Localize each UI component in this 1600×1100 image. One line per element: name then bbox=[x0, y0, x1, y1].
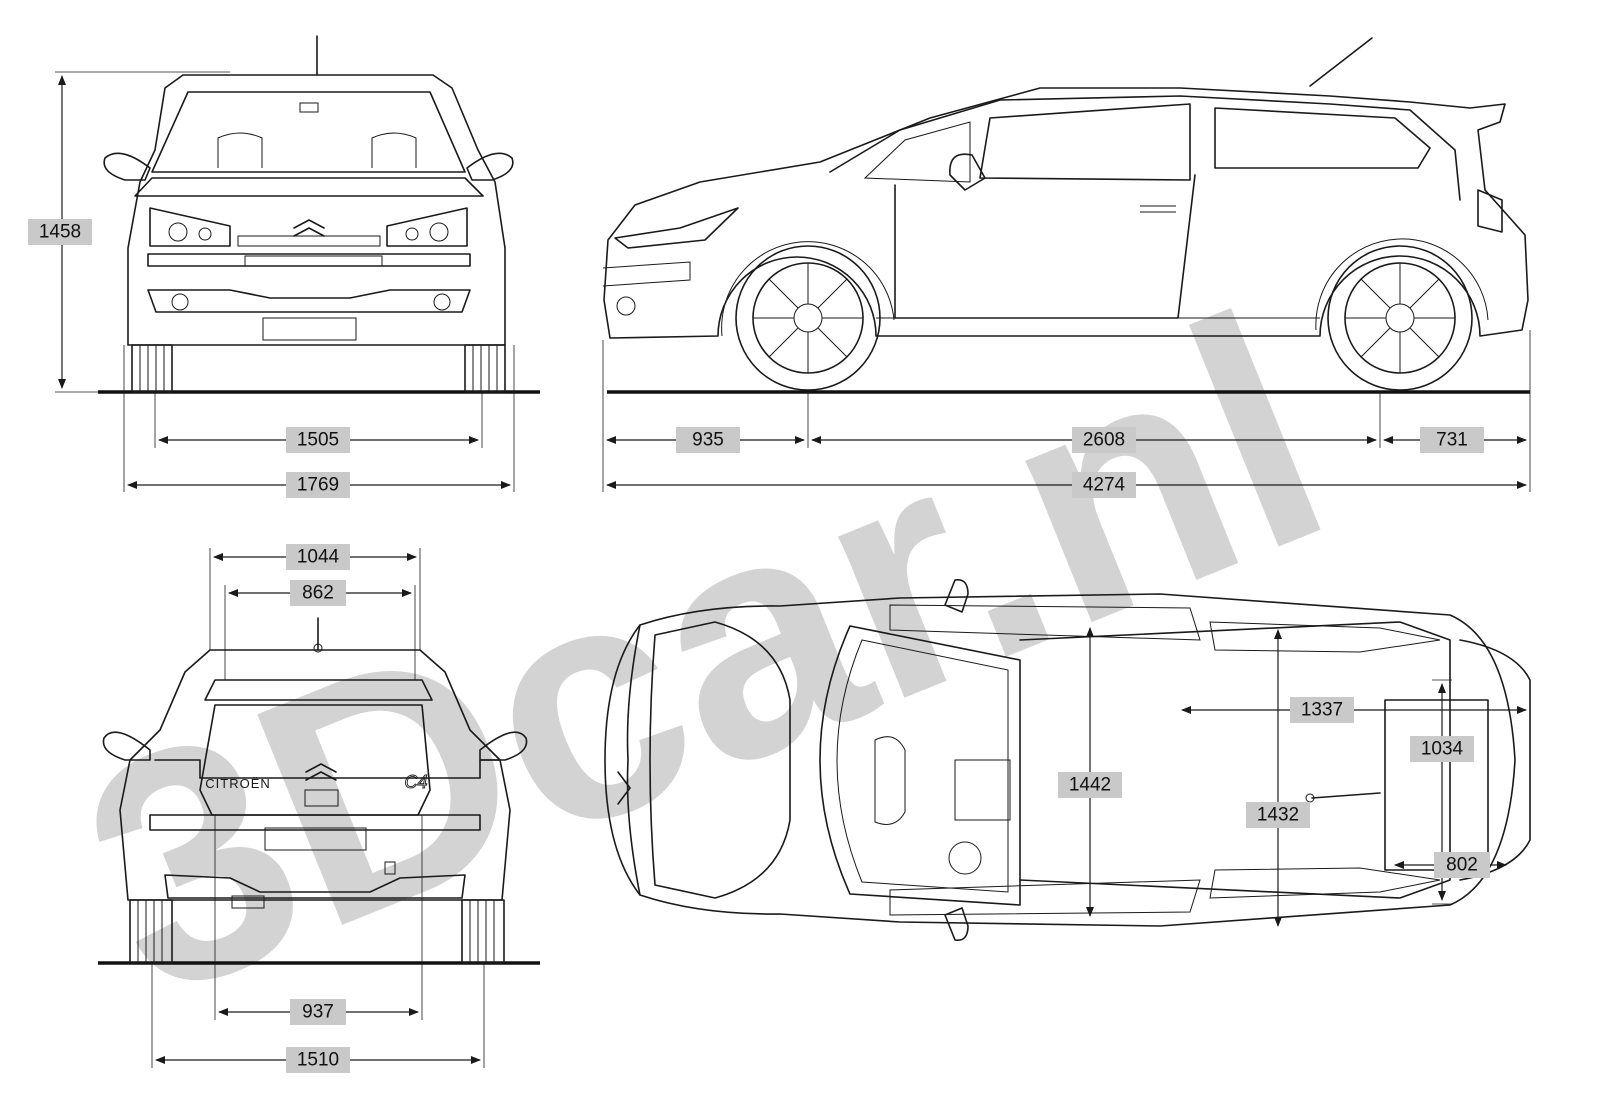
svg-text:1432: 1432 bbox=[1257, 805, 1299, 826]
svg-text:4274: 4274 bbox=[1083, 475, 1126, 496]
side-length-label: 4274 bbox=[1072, 472, 1136, 498]
side-wheelbase-label: 2608 bbox=[1072, 427, 1136, 453]
top-front-interior-width-label: 1442 bbox=[1058, 772, 1122, 798]
svg-text:1505: 1505 bbox=[297, 430, 339, 451]
front-height-label: 1458 bbox=[28, 219, 92, 245]
top-rear-window-inner-label: 802 bbox=[1434, 852, 1490, 878]
svg-text:1337: 1337 bbox=[1301, 700, 1343, 721]
svg-text:731: 731 bbox=[1436, 430, 1468, 451]
side-rear-overhang-label: 731 bbox=[1420, 427, 1484, 453]
svg-text:862: 862 bbox=[302, 583, 334, 604]
watermark: 3Dcar.nl bbox=[40, 244, 1369, 1067]
svg-text:1769: 1769 bbox=[297, 475, 339, 496]
front-track-label: 1505 bbox=[286, 427, 350, 453]
rear-window-width-label: 862 bbox=[290, 580, 346, 606]
top-view: 1337 1442 1432 1034 802 bbox=[604, 578, 1531, 942]
rear-brand-text: CITROËN bbox=[205, 776, 271, 791]
svg-text:1510: 1510 bbox=[297, 1050, 339, 1071]
top-rear-interior-width-label: 1432 bbox=[1246, 802, 1310, 828]
rear-track-label: 1510 bbox=[286, 1047, 350, 1073]
svg-text:937: 937 bbox=[302, 1002, 334, 1023]
svg-text:802: 802 bbox=[1446, 855, 1478, 876]
svg-text:1034: 1034 bbox=[1421, 739, 1464, 760]
svg-text:1044: 1044 bbox=[297, 547, 340, 568]
svg-text:1442: 1442 bbox=[1069, 775, 1111, 796]
front-view: 1458 1505 1769 bbox=[28, 35, 540, 498]
rear-roof-width-label: 1044 bbox=[286, 544, 350, 570]
svg-text:935: 935 bbox=[692, 430, 724, 451]
side-front-overhang-label: 935 bbox=[676, 427, 740, 453]
svg-text:2608: 2608 bbox=[1083, 430, 1125, 451]
svg-text:1458: 1458 bbox=[39, 222, 81, 243]
rear-view: CITROËN C4 1044 bbox=[98, 544, 540, 1073]
rear-model-badge: C4 bbox=[404, 772, 427, 792]
top-rear-window-width-label: 1034 bbox=[1410, 736, 1474, 762]
front-width-label: 1769 bbox=[286, 472, 350, 498]
top-rear-window-length-label: 1337 bbox=[1290, 697, 1354, 723]
rear-lower-width-label: 937 bbox=[290, 999, 346, 1025]
side-view: 935 2608 731 4274 bbox=[602, 37, 1531, 498]
